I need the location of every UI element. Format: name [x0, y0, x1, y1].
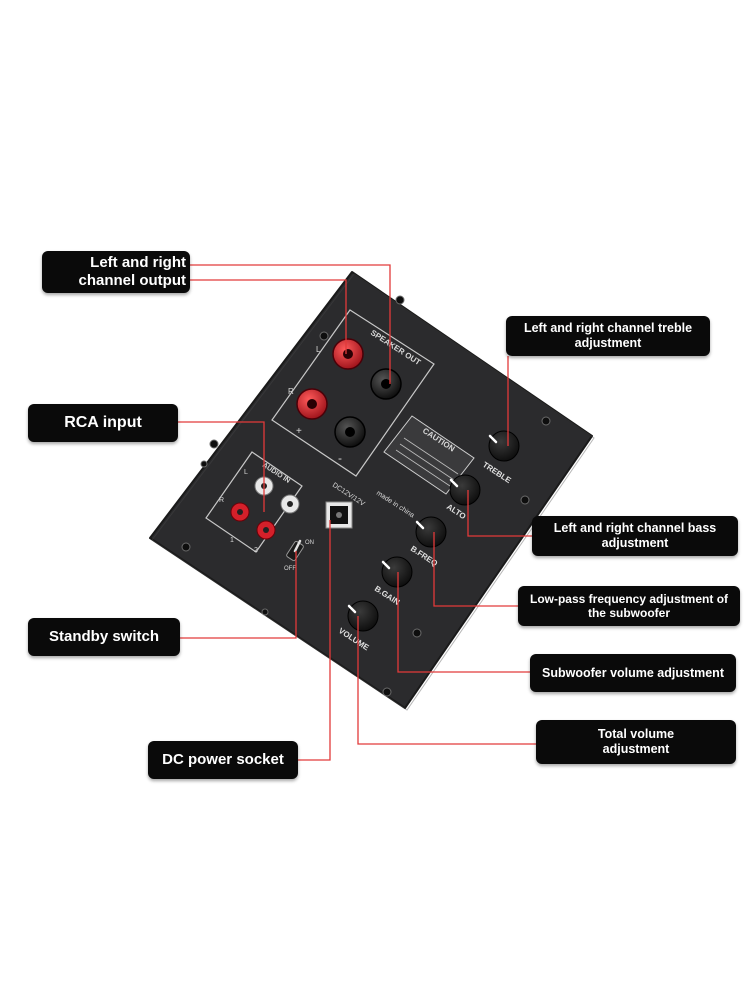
- callout-sub-volume-line1: Subwoofer volume adjustment: [542, 665, 724, 680]
- bfreq-knob: [415, 516, 447, 548]
- volume-knob: [347, 600, 379, 632]
- speaker-minus-label: -: [338, 451, 342, 465]
- callout-lowpass-line1: Low-pass frequency adjustment of: [529, 591, 729, 606]
- input-1-label: 1: [230, 537, 234, 544]
- switch-on-label: ON: [305, 540, 314, 546]
- callout-treble-line2: adjustment: [574, 336, 642, 350]
- callout-bass-line2: adjustment: [601, 536, 669, 550]
- callout-bass-line1: Left and right channel bass: [553, 521, 717, 535]
- speaker-right-label: R: [288, 387, 294, 396]
- switch-off-label: OFF: [284, 566, 296, 572]
- callout-rca-input: RCA input: [28, 404, 178, 442]
- amplifier-plate: [149, 271, 595, 711]
- leader-sub-volume: [397, 572, 530, 673]
- alto-knob: [449, 474, 481, 506]
- leader-bass: [467, 490, 532, 537]
- leader-lowpass: [433, 532, 518, 607]
- mounting-screws: [181, 295, 551, 697]
- standby-switch: ON OFF: [284, 539, 314, 572]
- speaker-left-label: L: [316, 345, 321, 354]
- speaker-plus-label: +: [296, 426, 302, 437]
- binding-posts: [296, 338, 402, 448]
- callout-channel-output-line1: Left and right: [90, 254, 186, 271]
- callout-total-volume-line2: adjustment: [602, 742, 670, 756]
- audio-right-label: R: [219, 497, 224, 504]
- callout-standby: Standby switch: [28, 618, 180, 656]
- audio-left-label: L: [244, 469, 248, 476]
- callout-treble-line1: Left and right channel treble: [523, 321, 693, 335]
- leader-channel-output-a: [190, 264, 391, 384]
- callout-total-volume-line1: Total volume: [597, 727, 675, 741]
- treble-knob: [488, 430, 520, 462]
- callout-dc-power: DC power socket: [148, 741, 298, 779]
- callout-standby-line1: Standby switch: [48, 628, 160, 645]
- bgain-knob: [381, 556, 413, 588]
- callout-channel-output: Left and right channel output: [42, 251, 190, 293]
- leader-dc: [298, 520, 331, 761]
- callout-bass: Left and right channel bass adjustment: [532, 516, 738, 556]
- leader-lines: [178, 264, 536, 761]
- callout-lowpass-line2: the subwoofer: [587, 606, 670, 620]
- callout-rca-input-line1: RCA input: [64, 414, 142, 432]
- callout-dc-power-line1: DC power socket: [162, 751, 284, 768]
- callout-lowpass: Low-pass frequency adjustment of the sub…: [518, 586, 740, 626]
- leader-total-volume: [357, 616, 536, 745]
- callout-channel-output-line2: channel output: [78, 272, 187, 289]
- leader-standby: [180, 551, 297, 639]
- callout-treble: Left and right channel treble adjustment: [506, 316, 710, 356]
- leader-channel-output-b: [190, 279, 347, 354]
- input-2-label: 2: [254, 547, 258, 554]
- callout-sub-volume: Subwoofer volume adjustment: [530, 654, 736, 692]
- leader-rca: [178, 421, 265, 512]
- callout-total-volume: Total volume adjustment: [536, 720, 736, 764]
